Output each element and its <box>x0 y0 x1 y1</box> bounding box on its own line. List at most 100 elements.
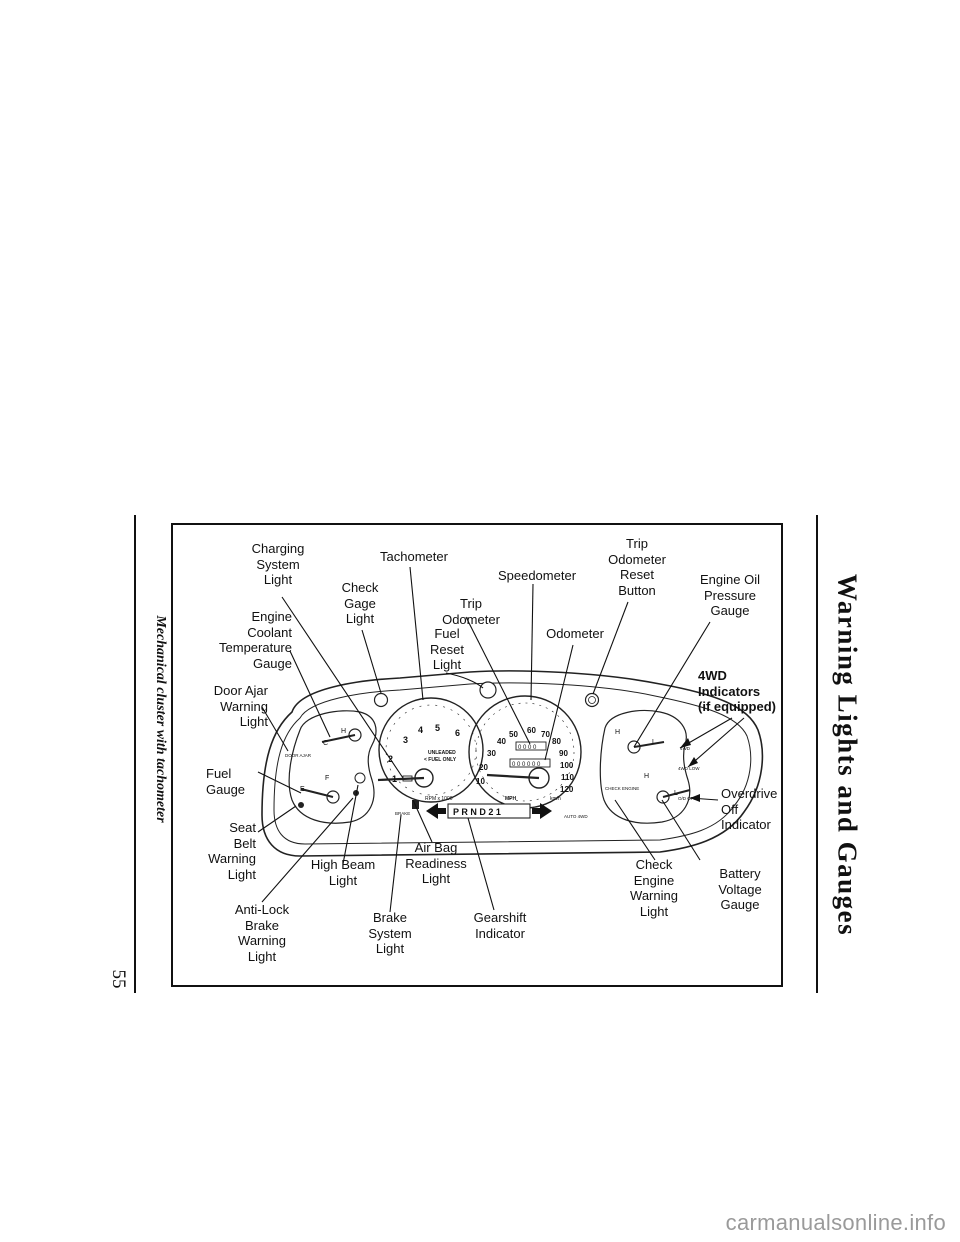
svg-text:1: 1 <box>392 774 397 784</box>
leader-tachometer <box>409 566 424 701</box>
leader-4wd-b <box>687 717 745 768</box>
leader-engine-oil <box>633 621 711 748</box>
svg-text:UNLEADED: UNLEADED <box>428 750 456 756</box>
label-brake-system-light: Brake System Light <box>368 910 412 956</box>
label-anti-lock-brake-warning-light: Anti-Lock Brake Warning Light <box>234 902 290 964</box>
label-engine-oil-pressure-gauge: Engine Oil Pressure Gauge <box>700 572 760 618</box>
svg-text:30: 30 <box>487 749 496 758</box>
trip-odometer-window <box>515 741 547 751</box>
right-margin-rule <box>816 515 818 993</box>
svg-text:50: 50 <box>509 730 518 739</box>
leader-trip-reset <box>592 601 629 695</box>
svg-text:120: 120 <box>560 785 574 794</box>
leader-gearshift <box>467 817 495 911</box>
svg-text:110: 110 <box>561 773 574 782</box>
svg-text:0 0 0 0: 0 0 0 0 <box>518 745 537 751</box>
label-seat-belt-warning-light: Seat Belt Warning Light <box>208 820 256 882</box>
svg-text:100: 100 <box>560 761 574 770</box>
label-4wd-indicators: 4WD Indicators (if equipped) <box>698 668 776 714</box>
label-door-ajar-warning-light: Door Ajar Warning Light <box>213 683 268 729</box>
svg-text:6: 6 <box>455 728 460 738</box>
leader-check-engine <box>614 799 656 861</box>
svg-text:H: H <box>644 773 649 780</box>
leader-trip-odometer <box>465 616 531 745</box>
leader-coolant <box>289 650 331 738</box>
svg-text:4: 4 <box>418 725 423 735</box>
label-battery-voltage-gauge: Battery Voltage Gauge <box>718 866 762 912</box>
svg-text:90: 90 <box>559 749 568 758</box>
label-air-bag-readiness-light: Air Bag Readiness Light <box>405 840 467 886</box>
watermark: carmanualsonline.info <box>725 1210 946 1235</box>
label-gearshift-indicator: Gearshift Indicator <box>473 910 527 941</box>
leader-battery <box>661 799 701 861</box>
odometer-window <box>509 758 551 768</box>
check-gage-light-lamp <box>373 692 389 708</box>
trip-reset-button <box>584 692 600 708</box>
svg-text:P R N D 2 1: P R N D 2 1 <box>453 807 501 817</box>
leader-air-bag <box>412 799 433 843</box>
right-turn-arrow <box>532 803 552 819</box>
svg-text:BRAKE: BRAKE <box>395 811 410 816</box>
leader-brake <box>389 814 402 913</box>
label-check-engine-warning-light: Check Engine Warning Light <box>630 857 678 919</box>
svg-text:km/h: km/h <box>550 796 561 802</box>
leader-anti-lock <box>261 797 354 903</box>
svg-text:20: 20 <box>479 763 488 772</box>
leader-fuel-reset <box>445 672 484 689</box>
high-beam-lamp <box>354 772 366 784</box>
svg-text:4WD LOW: 4WD LOW <box>678 766 700 771</box>
svg-text:70: 70 <box>541 730 550 739</box>
tachometer-dial <box>378 697 484 803</box>
svg-text:L: L <box>674 790 678 797</box>
svg-text:H: H <box>615 729 620 736</box>
svg-text:CHECK ENGINE: CHECK ENGINE <box>605 786 639 791</box>
seat-belt-lamp <box>298 802 304 808</box>
label-speedometer: Speedometer <box>497 568 577 583</box>
leader-odometer <box>544 644 574 761</box>
leader-check-gage <box>361 629 382 694</box>
svg-text:O/D OFF: O/D OFF <box>678 796 696 801</box>
gearshift-display <box>447 803 531 819</box>
label-high-beam-light: High Beam Light <box>310 857 376 888</box>
svg-text:F: F <box>325 775 329 782</box>
label-engine-coolant-temperature-gauge: Engine Coolant Temperature Gauge <box>219 609 292 671</box>
svg-text:0 0 0 0 0 0: 0 0 0 0 0 0 <box>512 762 541 768</box>
svg-text:AUTO 4WD: AUTO 4WD <box>564 814 588 819</box>
svg-text:DOOR AJAR: DOOR AJAR <box>285 753 312 758</box>
leader-fuel-gauge <box>257 771 302 794</box>
leader-high-beam <box>342 784 359 865</box>
label-overdrive-off-indicator: Overdrive Off Indicator <box>721 786 778 832</box>
svg-text:5: 5 <box>435 723 440 733</box>
svg-text:40: 40 <box>497 737 506 746</box>
figure-frame <box>171 523 783 987</box>
svg-text:60: 60 <box>527 726 536 735</box>
left-gauge-pod <box>288 710 377 824</box>
label-odometer: Odometer <box>546 626 604 641</box>
svg-text:C: C <box>323 740 328 747</box>
left-margin-rule <box>134 515 136 993</box>
left-turn-arrow <box>426 803 446 819</box>
svg-text:MPH: MPH <box>505 796 517 802</box>
svg-text:10: 10 <box>476 777 485 786</box>
label-fuel-reset-light: Fuel Reset Light <box>430 626 464 672</box>
svg-text:80: 80 <box>552 737 561 746</box>
svg-text:RPM x 1000: RPM x 1000 <box>425 796 453 802</box>
svg-text:4WD: 4WD <box>680 746 691 751</box>
label-trip-odometer: Trip Odometer <box>442 596 500 627</box>
svg-text:E: E <box>300 786 305 793</box>
svg-text:L: L <box>652 739 656 746</box>
label-trip-odometer-reset-button: Trip Odometer Reset Button <box>608 536 666 598</box>
svg-text:H: H <box>341 728 346 735</box>
leader-charging <box>281 596 404 779</box>
label-check-gage-light: Check Gage Light <box>341 580 379 626</box>
check-gage-lamp <box>402 775 413 782</box>
svg-text:< FUEL ONLY: < FUEL ONLY <box>424 757 457 763</box>
leader-speedometer <box>530 583 534 701</box>
label-charging-system-light: Charging System Light <box>251 541 305 587</box>
label-fuel-gauge: Fuel Gauge <box>206 766 246 797</box>
leader-seat-belt <box>257 805 297 833</box>
fuel-reset-light-lamp <box>479 681 497 699</box>
right-gauge-pod <box>599 709 691 824</box>
svg-text:3: 3 <box>403 735 408 745</box>
